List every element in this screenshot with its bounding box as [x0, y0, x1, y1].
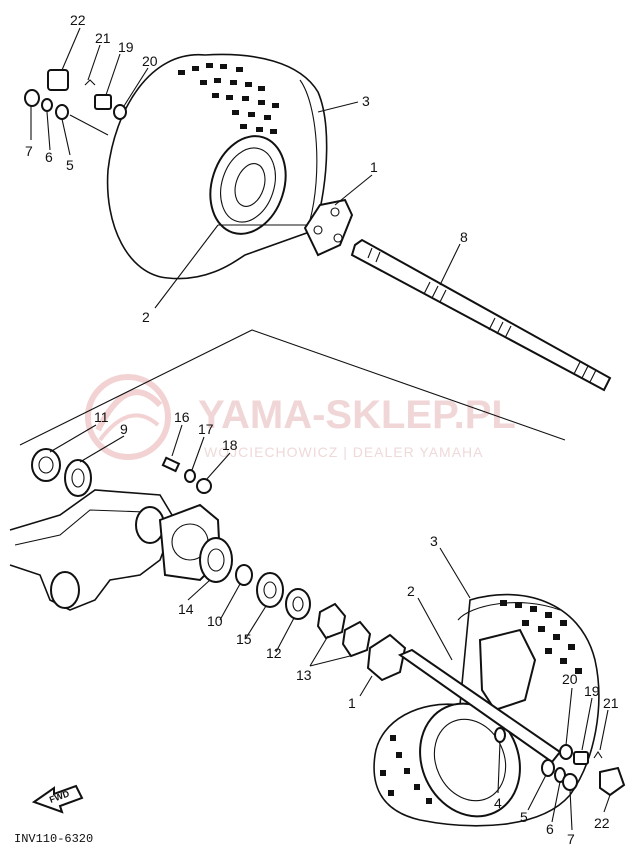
bottom-part-4-stud — [494, 727, 506, 743]
top-fastener-parts — [24, 69, 127, 136]
callout-16: 16 — [174, 409, 190, 425]
part-17-washer — [184, 469, 196, 483]
callout-17: 17 — [198, 421, 214, 437]
bottom-callout-2: 2 — [407, 583, 415, 599]
part-21-cotter-pin — [84, 79, 96, 86]
watermark-subtitle: WOJCIECHOWICZ | DEALER YAMAHA — [204, 444, 483, 460]
callout-18: 18 — [222, 437, 238, 453]
bottom-part-21-cotter-pin — [593, 751, 603, 759]
bottom-part-19-nut — [573, 751, 589, 765]
callout-13: 13 — [296, 667, 312, 683]
bottom-callout-22: 22 — [594, 815, 610, 831]
callout-8: 8 — [460, 229, 468, 245]
bottom-part-20-washer — [559, 744, 573, 760]
part-5-washer — [55, 104, 69, 120]
callout-15: 15 — [236, 631, 252, 647]
callout-5: 5 — [66, 157, 74, 173]
part-11-oil-seal — [31, 448, 61, 482]
callout-3: 3 — [362, 93, 370, 109]
callout-11: 11 — [94, 409, 109, 425]
bottom-wheel-hub — [366, 633, 407, 682]
bottom-callout-5: 5 — [520, 809, 528, 825]
top-tire-assembly: 22 21 19 20 7 6 5 3 1 8 2 — [24, 12, 612, 392]
tire-tread-pattern — [178, 63, 279, 134]
diagram-code: INV110-6320 — [14, 832, 93, 846]
bottom-callout-6: 6 — [546, 821, 554, 837]
part-6-washer — [41, 98, 53, 112]
part-22-cap — [47, 69, 69, 91]
watermark: YAMA-SKLEP.PL WOJCIECHOWICZ | DEALER YAM… — [85, 374, 516, 460]
bottom-callout-3: 3 — [430, 533, 438, 549]
part-13-nut-b — [341, 620, 372, 658]
bottom-part-22-cap — [599, 766, 626, 797]
part-19-nut — [94, 94, 112, 110]
callout-21: 21 — [95, 30, 111, 46]
fwd-arrow-icon: FWD — [31, 784, 84, 814]
watermark-logo-icon — [85, 374, 171, 460]
callout-20: 20 — [142, 53, 158, 69]
callout-2: 2 — [142, 309, 150, 325]
callout-19: 19 — [118, 39, 134, 55]
part-12-oil-seal — [285, 588, 311, 620]
bottom-callout-19: 19 — [584, 683, 600, 699]
bottom-part-5-washer — [541, 759, 555, 777]
rear-axle-shaft — [350, 238, 612, 392]
callout-9: 9 — [120, 421, 128, 437]
watermark-title: YAMA-SKLEP.PL — [198, 393, 516, 437]
group-boundary-line — [19, 329, 566, 446]
bottom-callout-1: 1 — [348, 695, 356, 711]
bottom-tire-assembly: 3 2 1 20 19 21 4 5 6 7 22 — [348, 533, 626, 847]
top-wheel-hub — [303, 198, 354, 257]
callout-12: 12 — [266, 645, 282, 661]
part-15-bearing — [256, 572, 284, 608]
part-9-bearing — [64, 459, 92, 497]
callout-1: 1 — [370, 159, 378, 175]
bottom-callout-4: 4 — [494, 795, 502, 811]
callout-14: 14 — [178, 601, 194, 617]
callout-6: 6 — [45, 149, 53, 165]
part-14-bearing — [199, 537, 233, 583]
top-wheel-rim — [209, 135, 287, 235]
part-20-washer — [113, 104, 127, 120]
callout-22: 22 — [70, 12, 86, 28]
bottom-tire-tread-pattern — [380, 600, 582, 804]
bottom-callout-20: 20 — [562, 671, 578, 687]
part-13-nut-a — [316, 602, 347, 640]
bottom-part-7-nut — [562, 773, 578, 791]
callout-10: 10 — [207, 613, 223, 629]
part-18-nut — [196, 478, 212, 494]
axle-housing-assembly: 11 9 16 17 18 14 10 15 12 13 — [9, 409, 372, 683]
part-10-collar — [235, 564, 253, 586]
bottom-callout-21: 21 — [603, 695, 619, 711]
callout-7: 7 — [25, 143, 33, 159]
part-7-nut — [24, 89, 40, 107]
bottom-callout-7: 7 — [567, 831, 575, 847]
part-16-spring — [161, 456, 181, 473]
